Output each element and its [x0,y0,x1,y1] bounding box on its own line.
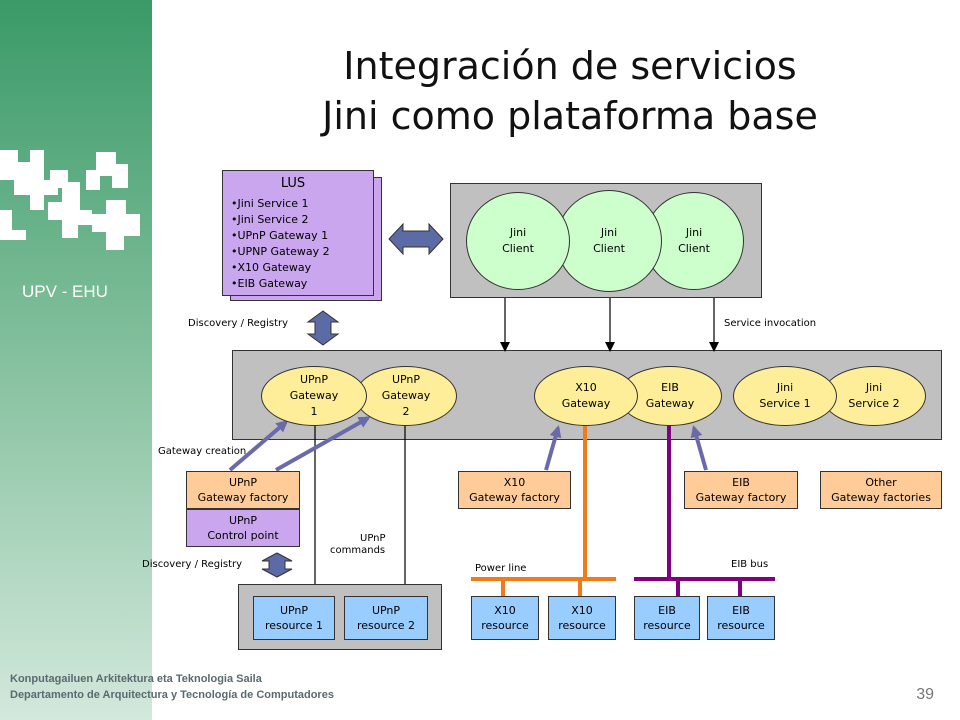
upv-ehu-logo [0,150,140,250]
footer-line-2: Departamento de Arquitectura y Tecnologí… [10,689,334,701]
box-text: EIB [732,476,750,489]
box-text: resource [717,619,765,632]
oval-text: EIB [661,381,679,394]
oval-text: X10 [575,381,597,394]
oval-text: Service 2 [848,397,900,410]
lus-client-double-arrow [388,222,444,256]
discovery-arrow-top [306,310,340,346]
power-line-label: Power line [475,563,527,574]
box-text: resource 1 [264,619,324,632]
gateway-creation-arrow [690,425,708,471]
box-text: resource [643,619,691,632]
lus-item: •UPnP Gateway 1 [231,229,329,242]
lus-item: •UPNP Gateway 2 [231,245,330,258]
upnp-commands-label-1: UPnP [360,533,386,544]
box-text: Gateway factory [695,491,787,504]
logo-text: UPV - EHU [22,282,108,301]
jini-client-label: Jini [685,226,703,239]
jini-client-label: Jini [509,226,527,239]
upnp-resource-2: UPnP resource 2 [344,596,428,640]
box-text: Gateway factories [831,491,931,504]
eib-bus-label: EIB bus [731,559,769,570]
oval-text: UPnP [299,373,329,386]
oval-text: Gateway [289,389,339,402]
box-text: X10 [571,604,593,617]
x10-resource-2: X10 resource [548,596,616,640]
box-text: resource [558,619,606,632]
oval-text: Gateway [561,397,611,410]
gateway-creation-arrow [544,425,562,471]
box-text: Gateway factory [197,491,289,504]
upnp-gateway-1: UPnP Gateway 1 [261,366,367,426]
box-text: resource [481,619,529,632]
title-line-2: Jini como plataforma base [322,94,818,138]
lus-item: •EIB Gateway [231,277,308,290]
oval-text: Jini [776,381,794,394]
gateway-creation-arrow [228,420,289,472]
jini-client-label: Client [678,242,710,255]
oval-text: 1 [310,405,318,418]
discovery-registry-label-top: Discovery / Registry [188,318,289,329]
gateway-creation-arrow [275,416,371,472]
box-text: Other [865,476,897,489]
oval-text: UPnP [391,373,421,386]
gateway-creation-label: Gateway creation [158,446,247,457]
jini-client-label: Jini [600,226,618,239]
box-text: UPnP [228,476,258,489]
box-text: EIB [732,604,750,617]
oval-text: Gateway [381,389,431,402]
footer-line-1: Konputagailuen Arkitektura eta Teknologi… [10,673,262,685]
upnp-gateway-2: UPnP Gateway 2 [355,366,457,426]
sidebar-band [0,0,152,720]
box-text: X10 [503,476,526,489]
box-text: Control point [207,529,279,542]
title-line-1: Integración de servicios [343,44,797,88]
upnp-commands-label-2: commands [330,545,386,556]
eib-resource-1: EIB resource [634,596,700,640]
upnp-gateway-factory: UPnP Gateway factory [186,471,300,509]
upnp-control-point: UPnP Control point [186,509,300,547]
lus-title: LUS [280,176,306,191]
box-text: Gateway factory [469,491,560,504]
discovery-registry-label-bottom: Discovery / Registry [142,559,243,570]
box-text: EIB [658,604,676,617]
jini-client-label: Client [593,242,625,255]
lus-item: •Jini Service 1 [231,197,309,210]
box-text: resource 2 [356,619,416,632]
oval-text: 2 [402,405,410,418]
oval-text: Service 1 [759,397,811,410]
box-text: UPnP [228,514,258,527]
lus-box: LUS •Jini Service 1 •Jini Service 2 •UPn… [222,170,374,296]
jini-client-label: Client [502,242,534,255]
lus-item: •X10 Gateway [231,261,312,274]
box-text: UPnP [279,604,309,617]
x10-resource-1: X10 resource [471,596,539,640]
box-text: UPnP [371,604,401,617]
eib-resource-2: EIB resource [707,596,775,640]
lus-service-list: •Jini Service 1 •Jini Service 2 •UPnP Ga… [231,196,373,292]
upnp-resource-1: UPnP resource 1 [253,596,335,640]
discovery-arrow-bottom [261,552,293,578]
eib-gateway-factory: EIB Gateway factory [684,471,798,509]
lus-item: •Jini Service 2 [231,213,309,226]
oval-text: Gateway [645,397,695,410]
box-text: X10 [494,604,516,617]
page-number: 39 [916,686,934,703]
oval-text: Jini [865,381,883,394]
service-invocation-label: Service invocation [724,318,817,329]
